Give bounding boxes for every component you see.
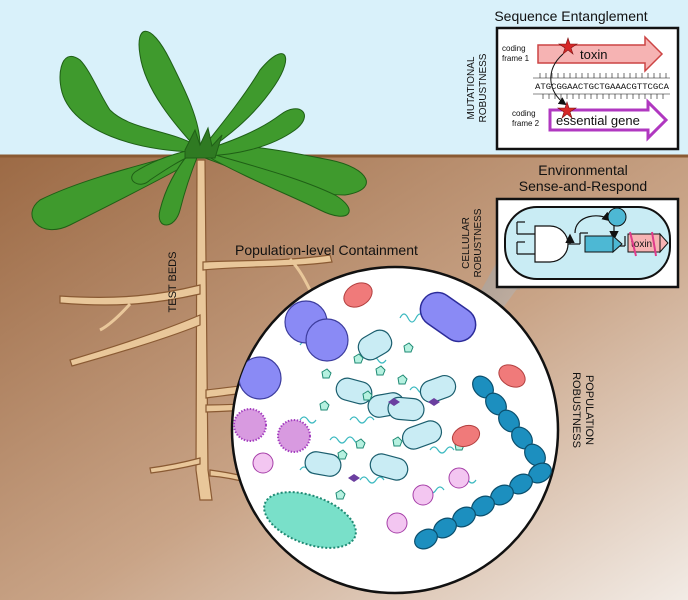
- microbial-community: [233, 282, 552, 550]
- essential-gene-arrow: [548, 98, 669, 142]
- essential-gene-label: essential gene: [556, 113, 640, 128]
- blue-chain-bacterium: [414, 375, 552, 550]
- purple-diamonds: [348, 398, 440, 482]
- population-robustness-label-2: ROBUSTNESS: [570, 372, 582, 448]
- coding-frame-2-label-b: frame 2: [512, 119, 540, 128]
- pink-spheres: [252, 452, 470, 534]
- sequence-entanglement-title: Sequence Entanglement: [494, 8, 647, 24]
- plant-leaves: [31, 30, 367, 231]
- pink-bacteria: [451, 364, 526, 448]
- red-star-bottom: [557, 101, 577, 119]
- logic-circuit: [516, 211, 626, 263]
- toxin-cut-marks: [629, 231, 657, 257]
- circuit-toxin-label: toxin: [631, 239, 652, 250]
- frame-link-arrow: [550, 53, 567, 106]
- red-star-top: [558, 37, 578, 55]
- sequence-entanglement-panel: Sequence Entanglement MUTATIONAL ROBUSTN…: [466, 8, 680, 151]
- dna-ticks: [533, 73, 670, 99]
- pink-bacterium-top: [343, 282, 373, 308]
- mutational-robustness-label-1: MUTATIONAL: [466, 56, 477, 119]
- dna-sequence: ATGCGGAACTGCTGAAACGTTCGCA: [535, 82, 670, 92]
- cellular-robustness-label-2: ROBUSTNESS: [473, 208, 484, 277]
- environmental-title-1: Environmental: [538, 162, 628, 178]
- repressor-protein: [607, 207, 627, 227]
- cellular-robustness-label-1: CELLULAR: [461, 217, 472, 269]
- toxin-arrow-label: toxin: [580, 47, 607, 62]
- blue-rod-bacterium: [419, 291, 477, 343]
- population-containment-label: Population-level Containment: [235, 242, 418, 258]
- coding-frame-2-label-a: coding: [512, 109, 536, 118]
- reporter-gene: [584, 235, 614, 253]
- plant-rosette-center: [184, 126, 223, 159]
- environmental-title-2: Sense-and-Respond: [519, 178, 647, 194]
- purple-spiky-cells: [233, 408, 311, 453]
- coding-frame-1-label-b: frame 1: [502, 54, 530, 63]
- coding-frame-1-label-a: coding: [502, 44, 526, 53]
- population-robustness-label-1: POPULATION: [583, 375, 595, 445]
- sense-respond-panel: Environmental Sense-and-Respond CELLULAR…: [461, 162, 680, 289]
- reporter-gene-tip: [612, 234, 623, 254]
- teal-flagellated-bacterium: [263, 491, 357, 549]
- test-beds-label: TEST BEDS: [167, 252, 179, 313]
- circuit-toxin-tip: [659, 232, 669, 254]
- mutational-robustness-label-2: ROBUSTNESS: [478, 53, 489, 122]
